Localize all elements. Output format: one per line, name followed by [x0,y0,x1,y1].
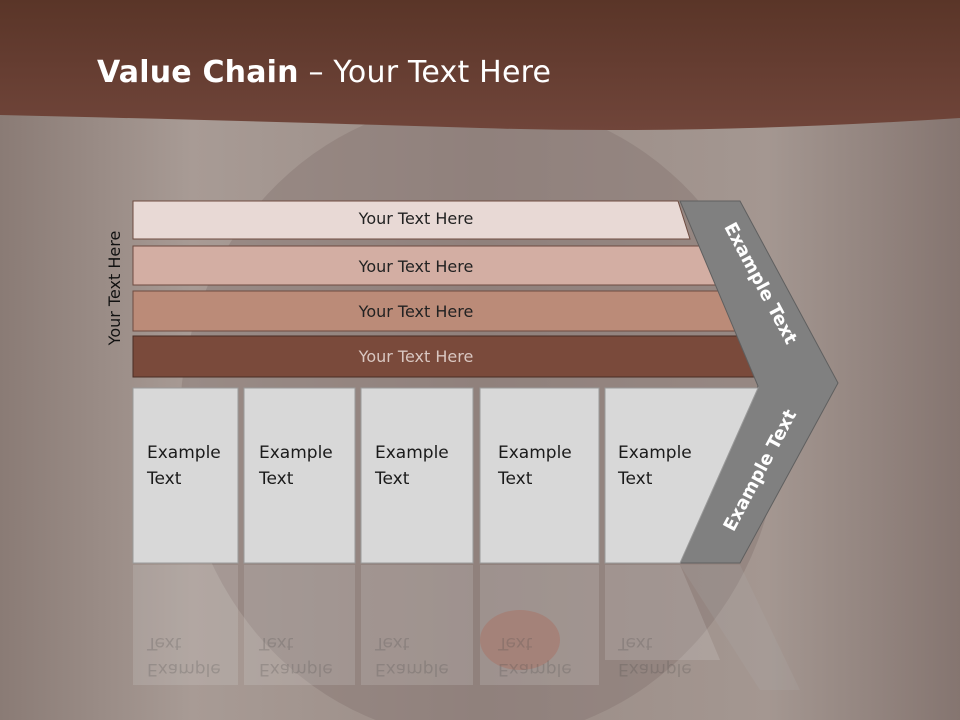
box-3-line2: Text [375,469,410,489]
band-1-label: Your Text Here [358,209,474,228]
box-4-reflection-line1: Example [498,659,572,679]
box-3-reflection: Example Text [375,630,449,682]
box-1-reflection-line2: Text [147,633,182,653]
title-rest: – Your Text Here [298,55,552,90]
box-5-line2: Text [618,469,653,489]
box-1-line1: Example [147,443,221,463]
box-5 [604,387,759,564]
box-1-reflection-line1: Example [147,659,221,679]
band-2-label: Your Text Here [358,257,474,276]
rose-decoration [480,610,560,670]
box-5-line1: Example [618,443,692,463]
box-4-line2: Text [498,469,533,489]
box-5-reflection-line1: Example [618,659,692,679]
box-4-reflection-line2: Text [498,633,533,653]
box-2-line1: Example [259,443,333,463]
box-1 [132,387,239,564]
band-4-label: Your Text Here [358,347,474,366]
box-2-reflection: Example Text [259,630,333,682]
box-5-reflection: Example Text [618,630,692,682]
box-3-reflection-line1: Example [375,659,449,679]
box-4-line1: Example [498,443,572,463]
box-3-reflection-line2: Text [375,633,410,653]
box-1-line2: Text [147,469,182,489]
side-label: Your Text Here [105,230,124,346]
box-1-reflection: Example Text [147,630,221,682]
box-4 [479,387,600,564]
boxes-reflection [133,565,800,690]
title-bold: Value Chain [97,55,299,90]
box-2-reflection-line2: Text [259,633,294,653]
box-3 [360,387,474,564]
box-4-reflection: Example Text [498,630,572,682]
band-1 [132,200,691,240]
box-5-reflection-line2: Text [618,633,653,653]
chevron-shape [679,200,839,564]
slide-title: Value Chain – Your Text Here [97,55,551,90]
box-2-reflection-line1: Example [259,659,333,679]
box-2 [243,387,356,564]
header-band [0,0,960,131]
box-2-line2: Text [259,469,294,489]
box-3-line1: Example [375,443,449,463]
band-3-label: Your Text Here [358,302,474,321]
